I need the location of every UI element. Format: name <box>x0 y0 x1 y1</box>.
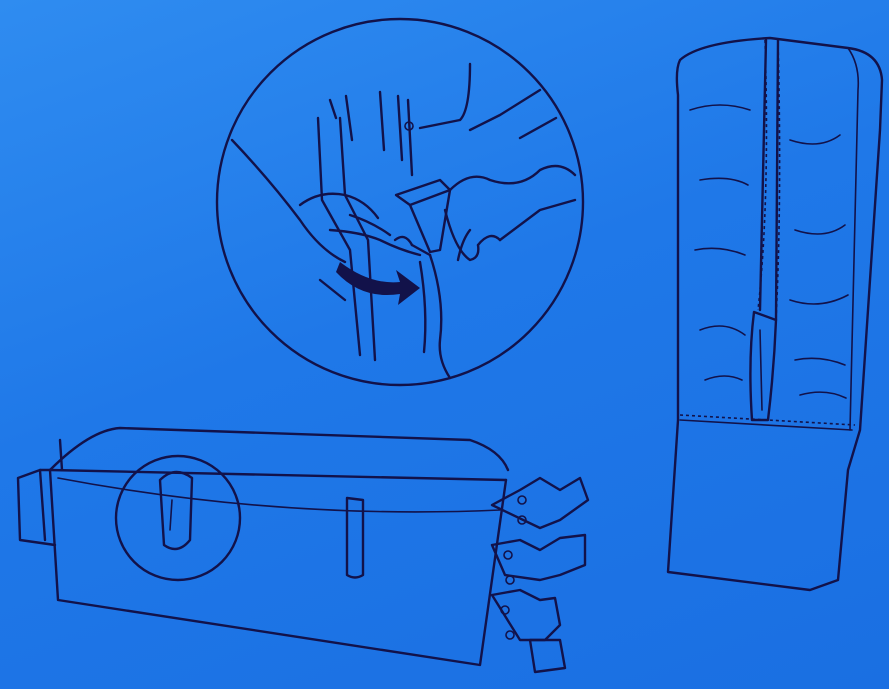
folded-bag-with-flaps <box>18 428 588 672</box>
pull-arrow-icon <box>336 262 420 305</box>
upright-zipped-cover <box>668 38 882 590</box>
detail-circle-hands-zipper <box>217 19 583 385</box>
zipper-opening <box>750 312 776 420</box>
legs-flaps <box>492 478 588 672</box>
detail-circle <box>217 19 583 385</box>
strap-detail-circle <box>116 456 240 580</box>
strap-loop-icon <box>160 472 192 549</box>
